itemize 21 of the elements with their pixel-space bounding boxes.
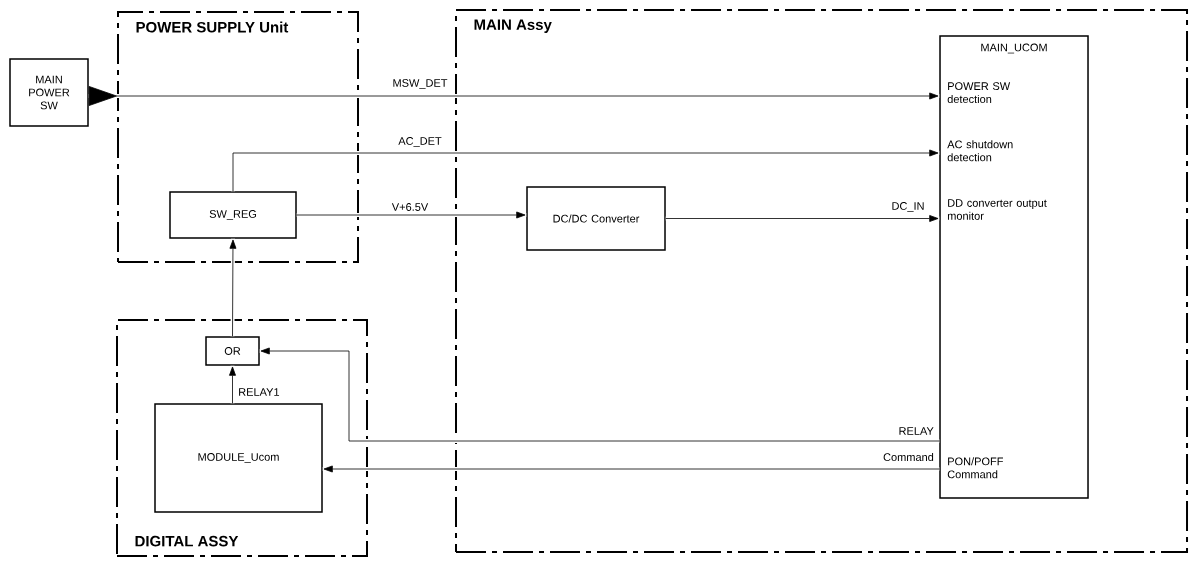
- block-box: OR: [205, 336, 260, 366]
- arrow: [88, 86, 940, 106]
- edge-label: RELAY: [897, 426, 935, 436]
- arrow: [322, 465, 940, 473]
- edge-label: Command: [882, 451, 935, 463]
- block-box: DC/DC Converter: [526, 186, 666, 251]
- arrow: [259, 347, 940, 443]
- arrow: [665, 215, 940, 222]
- microcontroller-box: MAIN_UCOM POWER SW detection AC shutdown detection DD converter output monitor PON/POFF Command: [939, 35, 1089, 499]
- arrow: [229, 365, 236, 404]
- edge-label: MSW_DET: [391, 78, 449, 90]
- block-box: SW_REG: [169, 191, 297, 239]
- edge-label: DC_IN: [890, 201, 926, 213]
- edge-label: RELAY1: [237, 387, 281, 397]
- edge-label: V+6.5V: [390, 202, 430, 212]
- arrow: [231, 149, 940, 192]
- arrow: [229, 238, 237, 337]
- block-box: MAIN POWER SW: [9, 58, 89, 127]
- block-box: MODULE_Ucom: [154, 403, 323, 513]
- edge-label: AC_DET: [397, 136, 443, 148]
- arrow: [296, 211, 527, 219]
